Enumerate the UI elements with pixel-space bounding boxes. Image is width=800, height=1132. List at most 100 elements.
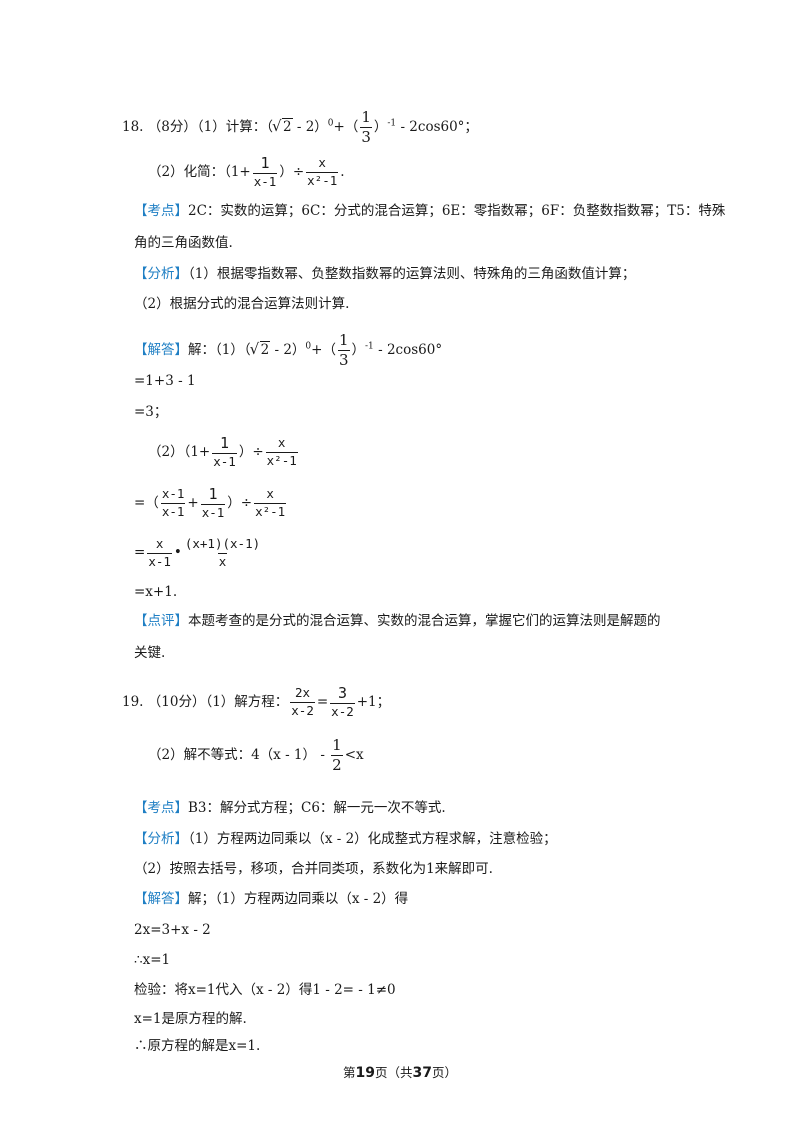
frac-num: 1 xyxy=(338,331,349,349)
q19-part2-head: （2）解不等式：4（x - 1） - xyxy=(148,747,330,763)
solution-step: ∴原方程的解是x=1. xyxy=(134,1038,261,1054)
fenxi-text-cont: （2）按照去括号，移项，合并同类项，系数化为1来解即可. xyxy=(134,861,493,877)
frac-den: x-2 xyxy=(290,701,315,718)
frac-den: 2 xyxy=(331,755,343,774)
dianping-text-cont: 关键. xyxy=(134,645,166,661)
frac-num: 1 xyxy=(332,736,342,754)
dianping-text: 本题考查的是分式的混合运算、实数的混合运算，掌握它们的运算法则是解题的 xyxy=(188,613,661,629)
jieda-lead: 解：（1）（ xyxy=(188,342,251,358)
expr-part: - 2） xyxy=(292,119,328,135)
expr-part: +（ xyxy=(311,342,336,358)
fenxi-text: （1）根据零指数幂、负整数指数幂的运算法则、特殊角的三角函数值计算； xyxy=(188,266,636,282)
frac-num: x xyxy=(318,155,326,171)
fenxi-text: （1）方程两边同乘以（x - 2）化成整式方程求解，注意检验； xyxy=(188,831,557,847)
q19-fenxi: 【分析】（1）方程两边同乘以（x - 2）化成整式方程求解，注意检验； xyxy=(134,831,557,847)
footer-text: 页） xyxy=(431,1065,457,1080)
frac-num: 3 xyxy=(337,684,347,702)
footer-text: 页（共 xyxy=(374,1065,413,1080)
frac-den: x-1 xyxy=(147,552,172,569)
sqrt-symbol: 2 xyxy=(250,341,271,358)
jieda-tag: 【解答】 xyxy=(134,342,188,358)
expr-part: +（ xyxy=(333,119,359,135)
multiply-dot: • xyxy=(173,544,182,561)
footer-text: 第 xyxy=(342,1065,356,1080)
q18-problem-line1: 18. （8分）（1）计算：（2 - 2）0+（13）-1 - 2cos60°； xyxy=(122,110,478,145)
expr-tail: - 2cos60°； xyxy=(396,119,478,135)
sqrt-arg: 2 xyxy=(281,118,293,135)
frac-den: x²-1 xyxy=(306,171,339,188)
inequality-tail: <x xyxy=(344,747,364,763)
frac-num: 1 xyxy=(208,485,218,503)
fenxi-text-cont: （2）根据分式的混合运算法则计算. xyxy=(134,296,350,312)
jieda-tag: 【解答】 xyxy=(134,891,188,907)
q18-part2-head: （2）化简：（1+ xyxy=(148,163,251,180)
divide-sign: ）÷ xyxy=(238,443,264,460)
period: . xyxy=(340,163,345,180)
sqrt-arg: 2 xyxy=(259,341,271,358)
divide-sign: ）÷ xyxy=(227,494,253,511)
solution-step: 检验：将x=1代入（x - 2）得1 - 2= - 1≠0 xyxy=(134,982,396,998)
q18-kaodian: 【考点】2C：实数的运算；6C：分式的混合运算；6E：零指数幂；6F：负整数指数… xyxy=(134,204,725,219)
frac-num: x xyxy=(266,486,274,502)
solution-step: 2x=3+x - 2 xyxy=(134,922,211,938)
frac-den: x²-1 xyxy=(254,502,287,519)
expr-tail: - 2cos60° xyxy=(373,342,443,358)
frac-den: x-1 xyxy=(252,173,278,189)
frac-num: 2x xyxy=(295,685,311,701)
frac-num: 1 xyxy=(220,434,230,452)
exponent-neg-one: -1 xyxy=(387,118,397,129)
frac-den: x-1 xyxy=(160,502,186,519)
plus-sign: + xyxy=(187,494,199,511)
kaodian-text-cont: 角的三角函数值. xyxy=(134,235,233,251)
equals-sign: = xyxy=(316,693,329,710)
frac-num: 1 xyxy=(260,154,270,172)
solution-step: =1+3 - 1 xyxy=(134,373,196,389)
exponent-zero: 0 xyxy=(305,341,312,352)
jieda-text: 解；（1）方程两边同乘以（x - 2）得 xyxy=(188,891,409,907)
dianping-tag: 【点评】 xyxy=(134,613,188,629)
q19-kaodian: 【考点】B3：解分式方程；C6：解一元一次不等式. xyxy=(134,800,446,816)
expr-tail: +1； xyxy=(356,693,391,710)
frac-den: 3 xyxy=(337,350,350,369)
page-total: 37 xyxy=(412,1065,432,1081)
fenxi-tag: 【分析】 xyxy=(134,266,188,282)
kaodian-tag: 【考点】 xyxy=(134,800,188,816)
frac-num: (x+1)(x-1) xyxy=(184,536,261,551)
frac-den: x-1 xyxy=(200,504,226,520)
frac-den: 3 xyxy=(360,127,372,146)
fenxi-tag: 【分析】 xyxy=(134,831,188,847)
fraction-product-over-x: (x+1)(x-1)x xyxy=(184,536,261,569)
exponent-neg-one: -1 xyxy=(365,341,374,352)
frac-den: x-2 xyxy=(330,703,355,719)
sqrt-symbol: 2 xyxy=(272,118,293,135)
q18-fenxi: 【分析】（1）根据零指数幂、负整数指数幂的运算法则、特殊角的三角函数值计算； xyxy=(134,266,636,282)
q19-heading: 19. （10分）（1）解方程： xyxy=(122,693,289,710)
divide-sign: ）÷ xyxy=(279,163,305,180)
jieda-p4-lead: = xyxy=(134,544,146,561)
q18-dianping: 【点评】本题考查的是分式的混合运算、实数的混合运算，掌握它们的运算法则是解题的 xyxy=(134,613,661,629)
jieda-p3-lead: =（ xyxy=(134,494,159,511)
q19-jieda: 【解答】解；（1）方程两边同乘以（x - 2）得 xyxy=(134,891,409,907)
q18-heading: 18. （8分）（1）计算： xyxy=(122,119,267,135)
q18-jieda-line1: 【解答】解：（1）（2 - 2）0+（13）-1 - 2cos60° xyxy=(134,333,442,368)
frac-den: x xyxy=(217,552,228,569)
solution-step: x=1是原方程的解. xyxy=(134,1011,247,1027)
frac-num: 1 xyxy=(361,108,371,126)
